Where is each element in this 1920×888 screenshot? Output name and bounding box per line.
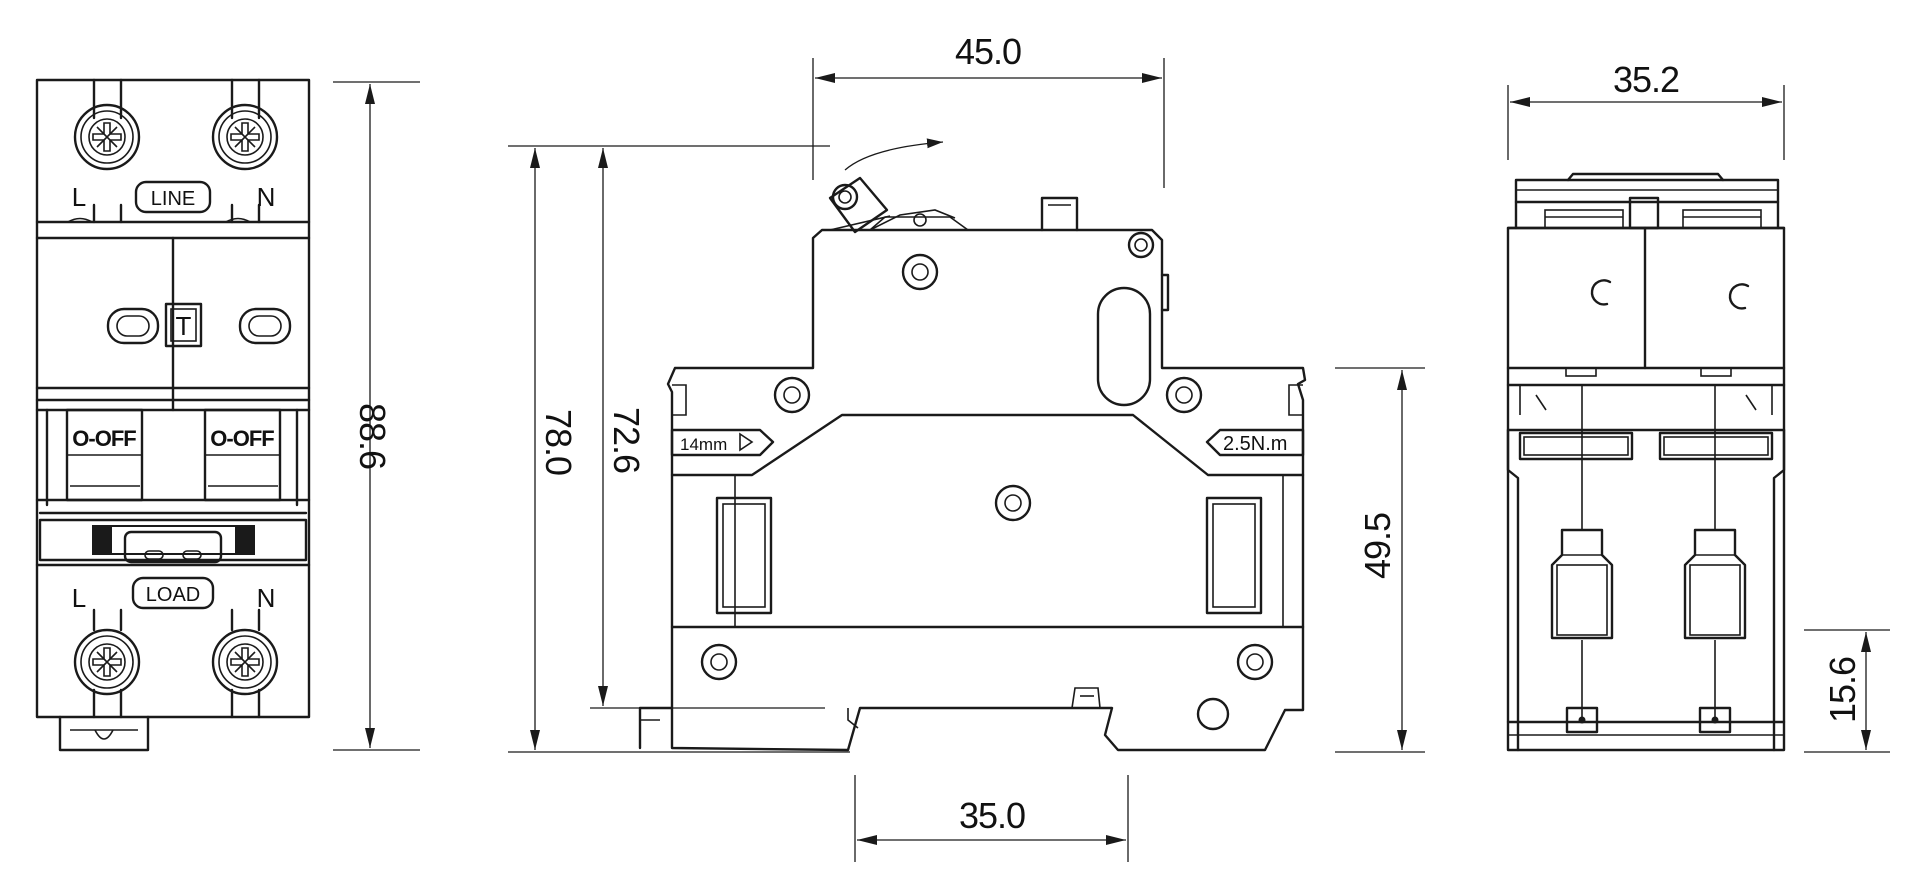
line-badge — [134, 180, 212, 214]
side-body-height-dimension: 72.6 — [606, 407, 647, 473]
side-total-height-dimension: 78.0 — [538, 409, 579, 475]
load-n-screw-icon — [211, 628, 279, 696]
line-n-label: N — [257, 182, 276, 212]
end-lower-height-dimension: 15.6 — [1822, 657, 1863, 723]
load-l-label: L — [72, 583, 86, 613]
test-button-label: T — [176, 311, 192, 341]
load-l-screw-icon — [73, 628, 141, 696]
torque-label: 2.5N.m — [1223, 433, 1287, 455]
switch-left-label: O-OFF — [72, 426, 136, 451]
front-height-dimension: 88.6 — [352, 403, 393, 469]
switch-right-label: O-OFF — [210, 426, 274, 451]
load-badge — [131, 576, 215, 610]
strip-length-label: 14mm — [680, 435, 727, 454]
line-badge-label: LINE — [151, 188, 195, 210]
side-top-width-dimension: 45.0 — [955, 31, 1021, 72]
test-button[interactable] — [164, 302, 203, 348]
line-n-screw-icon — [211, 103, 279, 171]
front-view: L N LINE T O-OFF O-OFF L N — [35, 78, 420, 752]
load-n-label: N — [257, 583, 276, 613]
line-l-screw-icon — [73, 103, 141, 171]
line-l-label: L — [72, 182, 86, 212]
handle[interactable] — [828, 176, 889, 234]
load-badge-label: LOAD — [146, 584, 200, 606]
end-view: 35.2 15.6 — [1506, 59, 1890, 753]
side-rail-width-dimension: 35.0 — [959, 795, 1025, 836]
side-right-height-dimension: 49.5 — [1357, 513, 1398, 579]
end-width-dimension: 35.2 — [1613, 59, 1679, 100]
side-view: 14mm 2.5N.m 45.0 78.0 72.6 49.5 35.0 — [508, 31, 1425, 862]
